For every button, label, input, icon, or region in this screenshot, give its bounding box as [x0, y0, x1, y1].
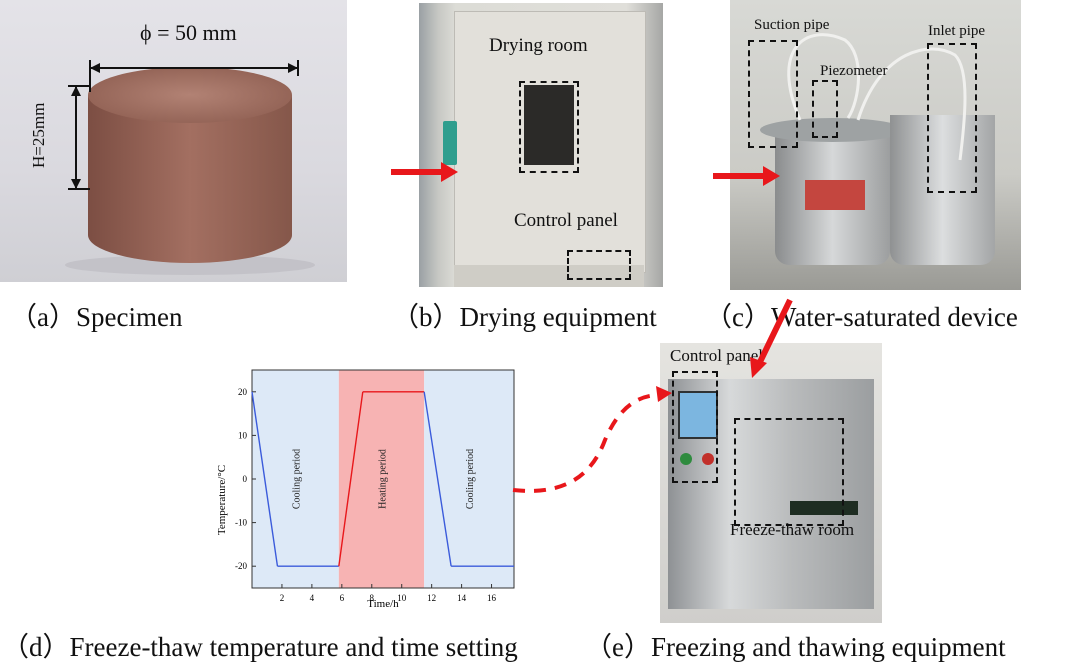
- vessel-lid: [760, 118, 905, 142]
- drying-room-box: [519, 81, 579, 173]
- x-tick-label: 16: [487, 593, 497, 603]
- specimen-illustration: [65, 60, 315, 275]
- freezer-plate: [790, 501, 858, 515]
- chart-region-labels: Cooling period Heating period Cooling peri…: [291, 449, 476, 509]
- x-tick-label: 2: [280, 593, 285, 603]
- chart-line-segment: [251, 391, 279, 567]
- freeze-control-panel-box: [672, 371, 718, 483]
- freeze-control-panel-label: Control panel: [670, 346, 764, 365]
- oven-base: [454, 265, 644, 287]
- caption-freeze-thaw: （e）Freezing and thawing equipment: [585, 632, 1006, 662]
- chart-regions: [252, 370, 514, 588]
- chart-region-0: [252, 370, 339, 588]
- y-tick-label: 20: [238, 387, 248, 397]
- drying-room-label: Drying room: [489, 35, 588, 56]
- drying-control-panel-label: Control panel: [514, 210, 618, 231]
- freeze-thaw-room-box: [734, 418, 844, 526]
- x-tick-label: 4: [310, 593, 315, 603]
- chart-region-label-0: Cooling period: [291, 449, 302, 509]
- water-saturated-photo: Suction pipe Piezometer Inlet pipe: [730, 0, 1021, 290]
- chart-axes: 2 4 6 8 10 12 14 16 -20 -10 0 10 20: [235, 369, 515, 603]
- arrow-b-to-c: [713, 166, 780, 186]
- chart-ylabel: Temperature/°C: [216, 465, 228, 535]
- freeze-thaw-photo: Control panel Freeze-thaw room: [660, 343, 882, 623]
- vessel-label-sticker: [805, 180, 865, 210]
- chart-region-2: [424, 370, 514, 588]
- caption-saturated: （c）Water-saturated device: [705, 302, 1018, 332]
- piezometer-box: [812, 80, 838, 138]
- x-tick-label: 6: [340, 593, 345, 603]
- caption-specimen: （a）Specimen: [10, 302, 183, 332]
- chart-region-label-2: Cooling period: [465, 449, 476, 509]
- caption-chart: （d）Freeze-thaw temperature and time sett…: [2, 632, 518, 662]
- caption-drying: （b）Drying equipment: [392, 302, 657, 332]
- inlet-pipe-label: Inlet pipe: [928, 23, 986, 39]
- vessel-right: [890, 115, 995, 265]
- x-tick-label: 10: [397, 593, 407, 603]
- diameter-label: ϕ = 50 mm: [140, 20, 237, 45]
- oven-handle: [443, 121, 457, 165]
- chart-region-1: [338, 370, 425, 588]
- arrow-c-to-e: [750, 298, 793, 378]
- pipes: [787, 33, 967, 161]
- arrow-d-to-e: [512, 386, 672, 493]
- inlet-pipe-box: [927, 43, 977, 193]
- freeze-thaw-chart: 2 4 6 8 10 12 14 16 -20 -10 0 10 20 Cooling period He…: [216, 369, 515, 610]
- chart-lines: [251, 391, 514, 567]
- y-tick-label: 10: [238, 430, 248, 440]
- suction-pipe-label: Suction pipe: [754, 17, 830, 33]
- specimen-photo: ϕ = 50 mm H=25mm: [0, 0, 347, 282]
- freezer-knob-red: [702, 453, 714, 465]
- freezer-knob-green: [680, 453, 692, 465]
- piezometer-label: Piezometer: [820, 63, 888, 79]
- y-tick-label: -10: [235, 518, 247, 528]
- oven-window: [524, 85, 574, 165]
- x-tick-label: 14: [457, 593, 467, 603]
- chart-line-segment: [423, 391, 452, 567]
- y-tick-label: -20: [235, 561, 247, 571]
- freeze-thaw-room-label: Freeze-thaw room: [730, 520, 855, 539]
- suction-pipe-box: [748, 40, 798, 148]
- drying-equipment-photo: Drying room Control panel: [419, 3, 663, 287]
- x-tick-label: 12: [427, 593, 436, 603]
- arrow-a-to-b: [391, 162, 458, 182]
- y-tick-label: 0: [243, 474, 248, 484]
- chart-region-label-1: Heating period: [378, 449, 389, 509]
- chart-xlabel: Time/h: [367, 598, 399, 610]
- drying-control-panel-box: [567, 250, 631, 280]
- chart-line-segment: [338, 391, 364, 567]
- x-tick-label: 8: [370, 593, 375, 603]
